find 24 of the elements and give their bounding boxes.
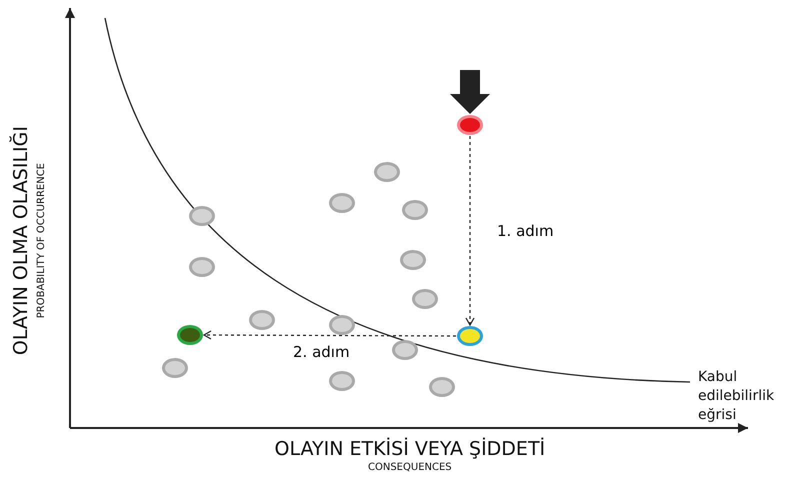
curve-label: Kabul edilebilirlik eğrisi [698,368,776,425]
axis-title: OLAYIN ETKİSİ VEYA ŞİDDETİ [274,438,546,460]
circle-marker [457,115,483,135]
circle-marker [249,310,275,330]
axis-subtitle: CONSEQUENCES [368,462,452,473]
circle-marker [189,257,215,277]
circle-marker [457,326,483,346]
circle-marker [392,340,418,360]
arrow [465,136,475,326]
circle-marker [162,358,188,378]
circle-marker [329,315,355,335]
circle-marker [329,193,355,213]
circle-marker [374,162,400,182]
circle-marker [412,289,438,309]
block-arrow [450,70,490,114]
circle-marker [329,371,355,391]
arrow [203,330,456,340]
circle-marker [429,377,455,397]
axis-title: OLAYIN OLMA OLASILIĞI [10,126,32,355]
axis-subtitle: PROBABILITY OF OCCURRENCE [36,162,47,318]
circle-marker [189,206,215,226]
circle-marker [177,325,203,345]
circle-marker [402,200,428,220]
circle-marker [400,250,426,270]
